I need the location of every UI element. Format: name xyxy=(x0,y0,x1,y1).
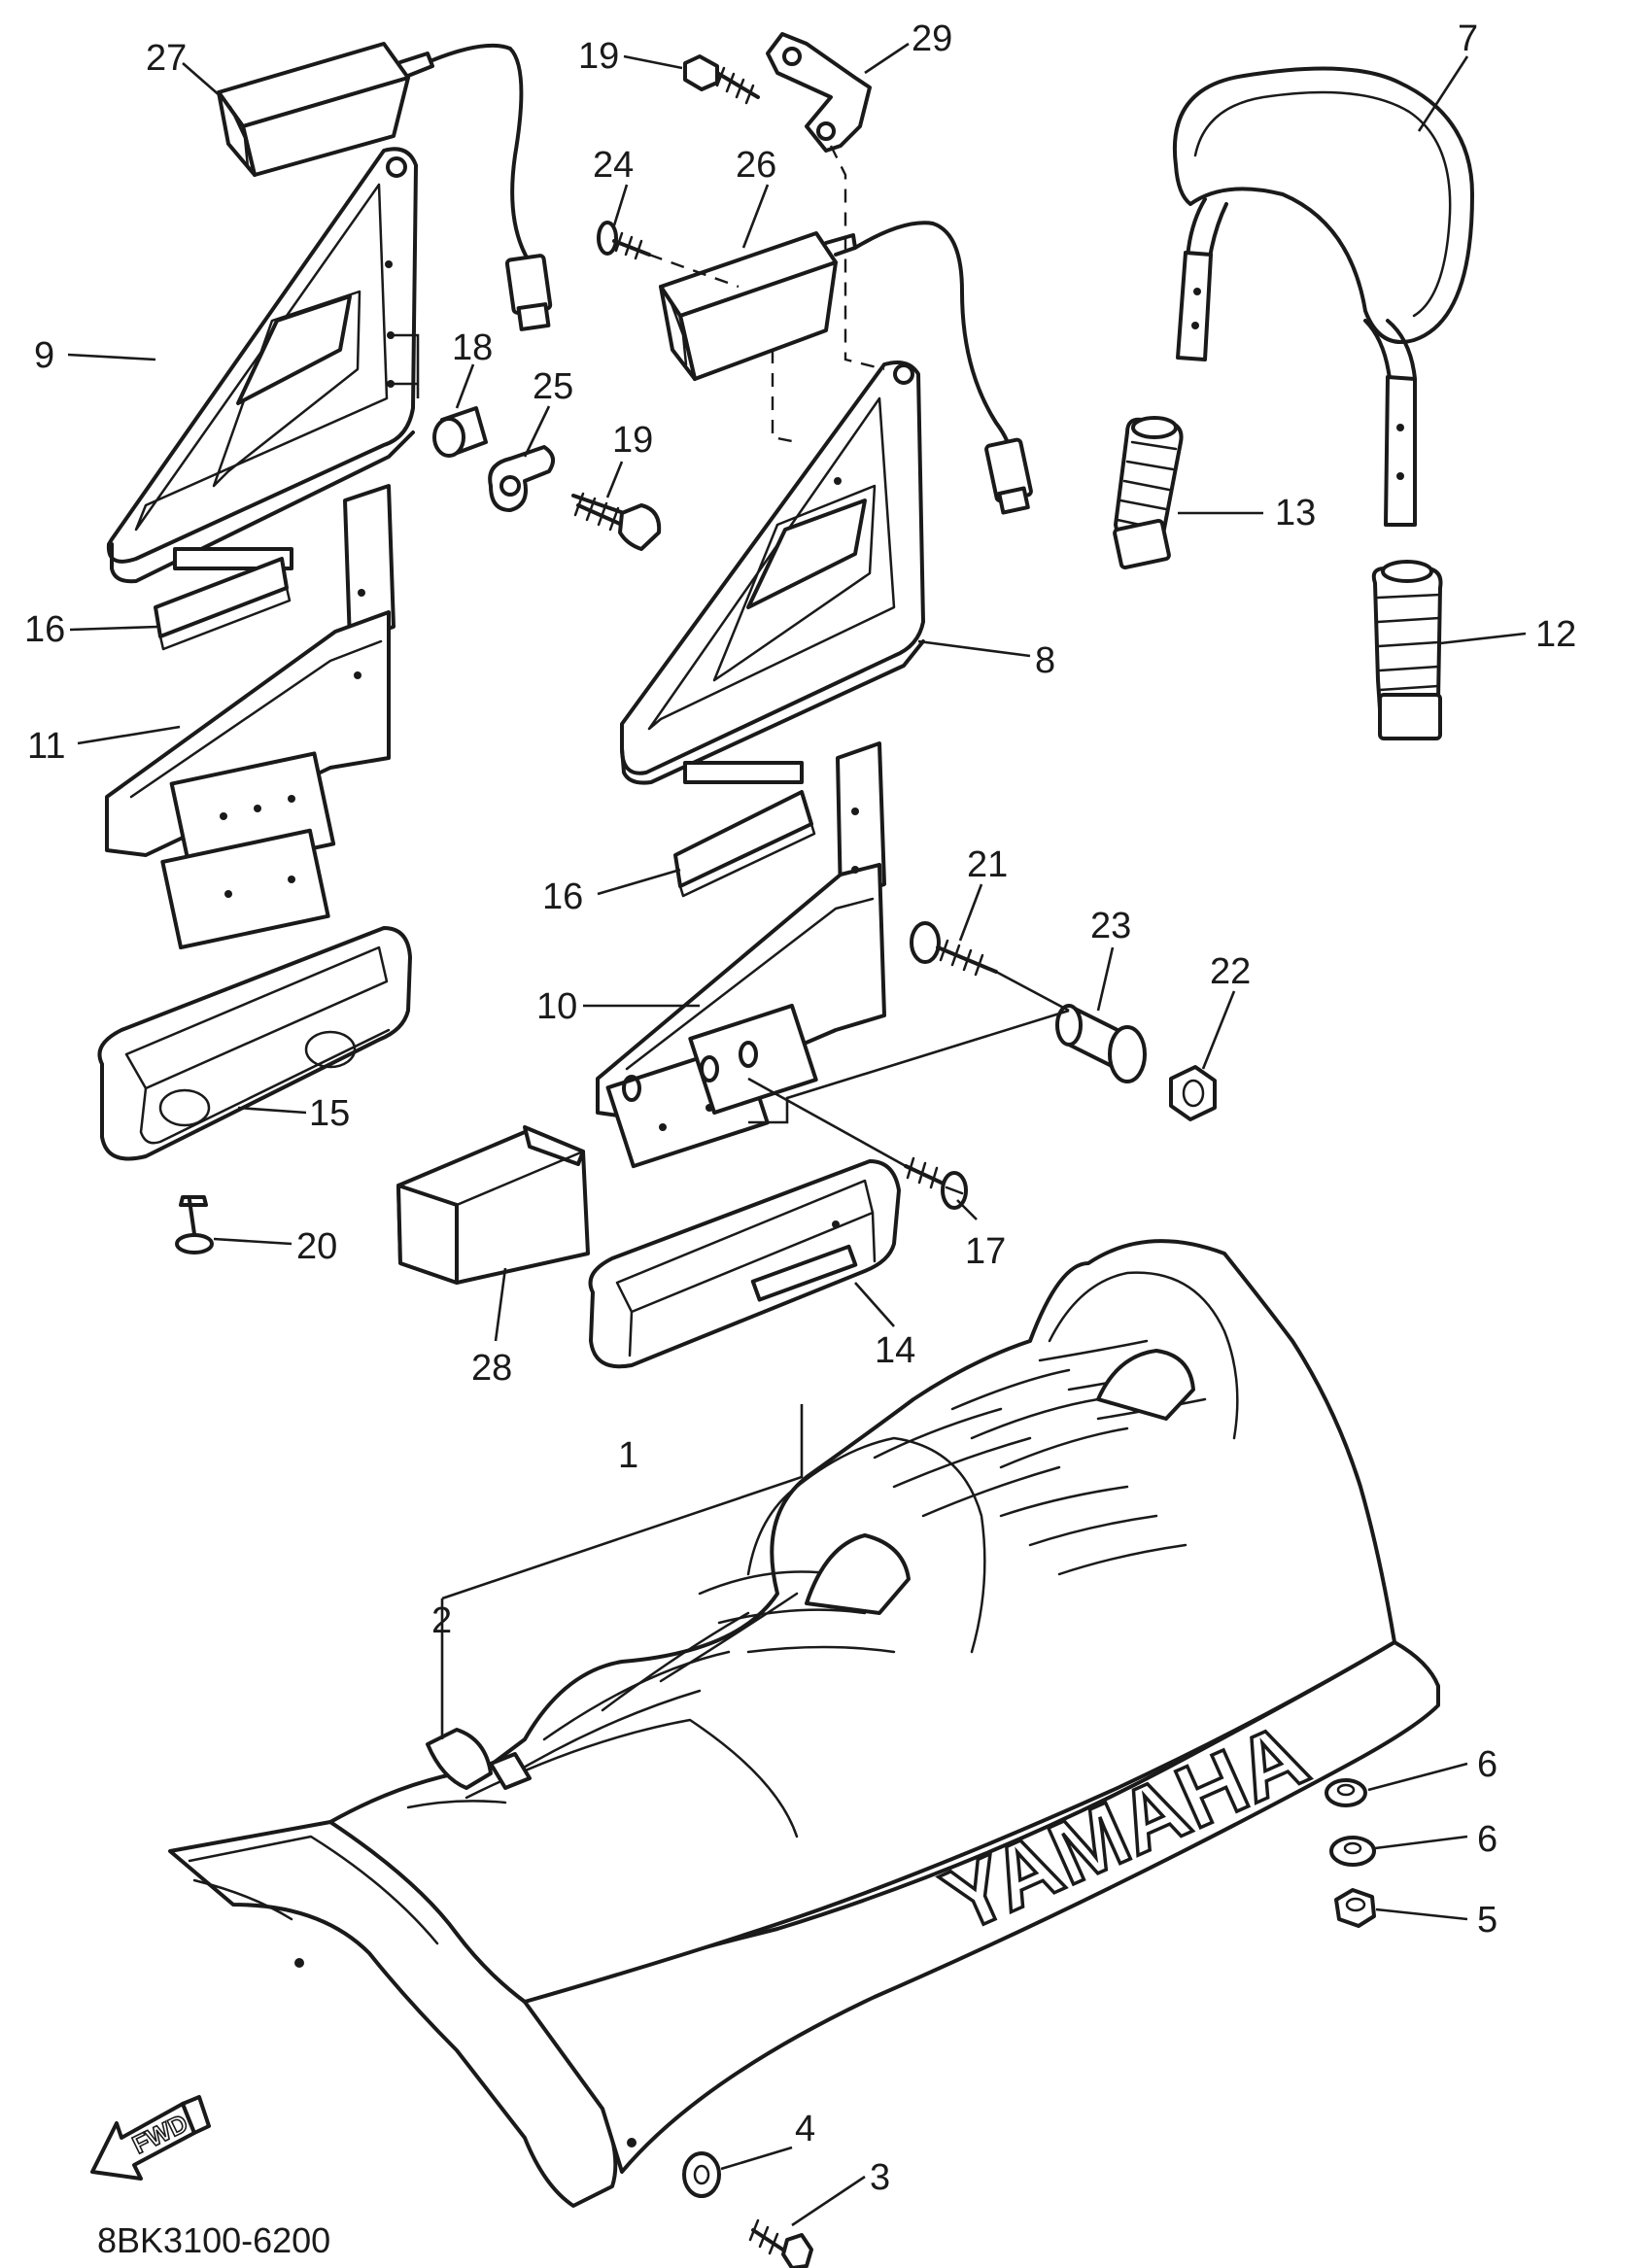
part-26-switch-unit xyxy=(659,221,1033,515)
callout-10: 10 xyxy=(536,986,577,1027)
callout-4: 4 xyxy=(795,2109,815,2149)
part-11-bracket-left xyxy=(105,484,396,950)
part-3-bolt xyxy=(748,2218,813,2268)
callout-28: 28 xyxy=(471,1348,512,1389)
part-6-washer-upper xyxy=(1325,1778,1367,1807)
part-23-collar xyxy=(1055,1004,1147,1083)
callout-16-left: 16 xyxy=(24,609,65,650)
callout-17: 17 xyxy=(965,1231,1006,1272)
callout-9: 9 xyxy=(34,335,54,376)
part-6-washer-lower xyxy=(1329,1836,1376,1867)
part-16-pad-left xyxy=(154,557,292,651)
callout-20: 20 xyxy=(296,1226,337,1267)
part-1-seat: YAMAHA xyxy=(168,1239,1440,2208)
callout-8: 8 xyxy=(1035,640,1055,681)
callout-29: 29 xyxy=(912,18,952,59)
part-27-switch-unit xyxy=(217,42,553,331)
callout-16-middle: 16 xyxy=(542,876,583,917)
callout-25: 25 xyxy=(533,366,573,407)
callout-13: 13 xyxy=(1275,493,1316,533)
callout-19-upper: 19 xyxy=(578,36,619,77)
callout-1: 1 xyxy=(618,1435,638,1476)
part-7-backrest xyxy=(1172,66,1474,527)
callout-27: 27 xyxy=(146,38,187,79)
part-5-nut xyxy=(1334,1888,1376,1928)
callout-15: 15 xyxy=(309,1093,350,1134)
callout-18: 18 xyxy=(452,327,493,368)
part-28-cover xyxy=(396,1125,590,1285)
callout-24: 24 xyxy=(593,145,634,186)
part-19-bolt-lower xyxy=(571,492,662,551)
callout-2: 2 xyxy=(431,1600,452,1641)
callout-21: 21 xyxy=(967,844,1008,885)
part-29-stay xyxy=(766,32,872,153)
callout-11: 11 xyxy=(27,726,65,767)
part-13-damper xyxy=(1113,416,1184,570)
part-25-clamp xyxy=(488,445,555,512)
part-20-screw xyxy=(175,1195,214,1254)
part-4-washer xyxy=(682,2151,721,2198)
callout-5: 5 xyxy=(1477,1900,1497,1941)
leader-lines xyxy=(67,42,1527,2227)
fwd-arrow-icon: FWD xyxy=(90,2095,211,2181)
callout-7: 7 xyxy=(1458,18,1478,59)
part-15-footrest-left xyxy=(97,926,412,1161)
callout-numbers: 1 2 3 4 5 6 6 7 8 9 10 11 12 13 14 15 16… xyxy=(24,18,1576,2198)
callout-19-lower: 19 xyxy=(612,420,653,461)
callout-6-upper: 6 xyxy=(1477,1744,1497,1785)
part-19-bolt-upper xyxy=(683,54,760,105)
part-24-screw xyxy=(597,221,651,260)
part-10-bracket-right xyxy=(596,741,886,1169)
assembly-lines xyxy=(389,145,1070,1739)
part-8-side-cover xyxy=(620,361,925,785)
callout-6-lower: 6 xyxy=(1477,1819,1497,1860)
part-12-damper xyxy=(1371,560,1443,740)
callout-23: 23 xyxy=(1090,906,1131,946)
callout-12: 12 xyxy=(1535,614,1576,655)
part-14-footrest-right xyxy=(588,1159,901,1369)
part-17-screw xyxy=(904,1156,968,1210)
callout-22: 22 xyxy=(1210,951,1251,992)
part-22-nut xyxy=(1169,1065,1217,1121)
callout-14: 14 xyxy=(875,1330,915,1371)
callout-3: 3 xyxy=(870,2157,890,2198)
part-18-collar xyxy=(432,406,488,458)
callout-26: 26 xyxy=(736,145,776,186)
part-9-side-cover xyxy=(106,147,418,584)
part-code-label: 8BK3100-6200 xyxy=(97,2220,330,2260)
part-21-bolt xyxy=(910,921,998,977)
part-16-pad-middle xyxy=(673,790,816,898)
